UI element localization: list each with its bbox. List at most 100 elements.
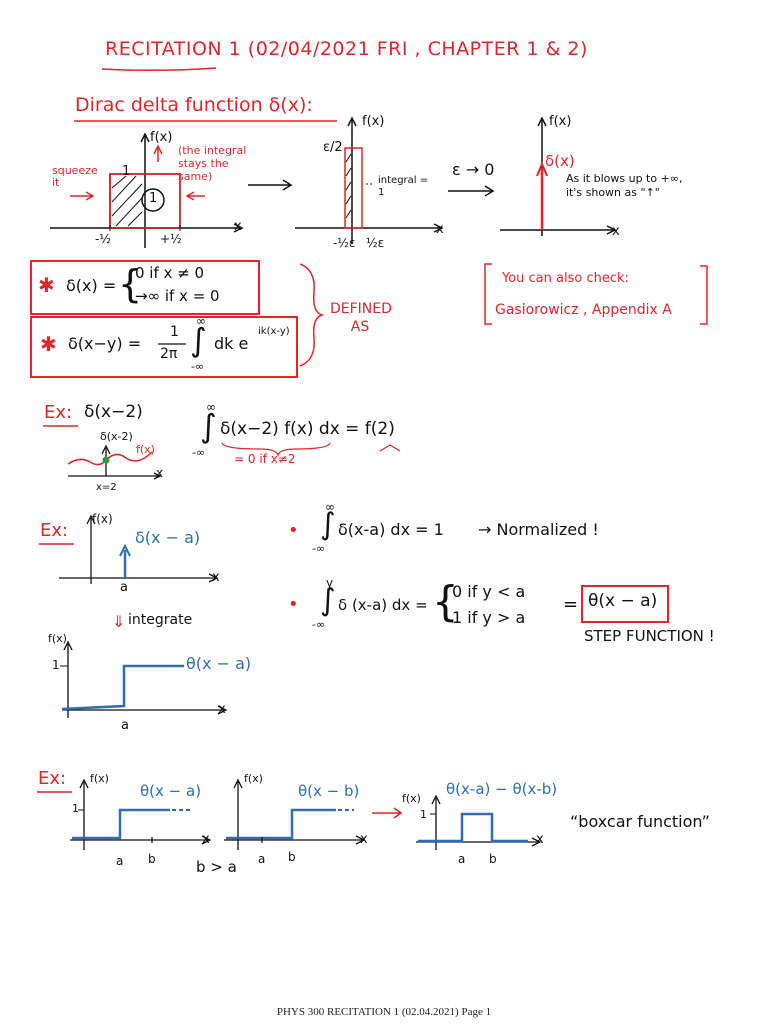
ex3-boxcar-label: “boxcar function”: [570, 812, 710, 831]
ex3-c-x-label: x: [536, 832, 544, 847]
figure-box-function: [50, 132, 244, 248]
ex2-step-label: STEP FUNCTION !: [584, 627, 715, 645]
ex2-theta-box-label: θ(x − a): [588, 591, 658, 611]
ex3-a-tick-a: a: [116, 854, 124, 868]
ex1-title: δ(x−2): [84, 402, 143, 422]
ex1-graph: [67, 444, 162, 480]
fig3-x-label: x: [612, 224, 620, 239]
def1-brace: {: [118, 262, 143, 306]
fig3-delta-label: δ(x): [545, 152, 575, 170]
fig2-tick-right: ½ε: [366, 236, 385, 250]
ex3-b-x-label: x: [360, 832, 368, 847]
ex3-c-one-label: 1: [420, 808, 427, 821]
arrow-right-icon: [448, 185, 495, 197]
ex1-label-underline: [43, 425, 78, 427]
ex3-theta-a-label: θ(x − a): [140, 782, 202, 800]
fig1-x-label: x: [234, 219, 242, 234]
page-title: RECITATION 1 (02/04/2021 FRI , CHAPTER 1…: [105, 38, 588, 60]
ex2-b2-case2: 1 if y > a: [452, 608, 526, 627]
fig1-one-label: 1: [122, 164, 131, 179]
def2-frac-num: 1: [170, 324, 179, 340]
ex1-label: Ex:: [44, 402, 73, 423]
ex1-x-at: x=2: [96, 482, 117, 493]
fig1-tick-right: +½: [160, 232, 182, 246]
def2-star: ✱: [40, 332, 57, 356]
ex2-b2-lower: -∞: [312, 618, 326, 631]
ex2-a2-label: a: [121, 718, 129, 733]
ex2-b1-text: δ(x-a) dx = 1: [338, 520, 444, 539]
ex2-b2-brace: {: [432, 577, 459, 626]
ex1-integral-sign: ∫: [200, 407, 217, 445]
ex3-c-tick-b: b: [489, 852, 497, 866]
def1-star: ✱: [38, 273, 55, 297]
definition-fourier-box: [30, 316, 298, 378]
def2-frac-den: 2π: [160, 346, 178, 362]
ex3-b-gt-a: b > a: [196, 858, 237, 876]
title-underline: [101, 67, 217, 72]
ex3-graph-b: [224, 778, 366, 850]
ex2-b1-lower: -∞: [312, 542, 326, 555]
ex2-delta-label: δ(x − a): [135, 528, 201, 547]
bullet-2: •: [288, 594, 299, 615]
ex1-underline-brace: [221, 442, 401, 457]
ex2-b2-integral: ∫: [320, 583, 336, 618]
ex2-integrate-label: integrate: [128, 612, 193, 628]
ex1-int-lower: -∞: [192, 446, 206, 459]
ex2-x-label: x: [212, 570, 220, 585]
ex3-label-underline: [37, 791, 72, 793]
arrow-right-icon: [248, 179, 293, 191]
ex3-theta-b-label: θ(x − b): [298, 782, 360, 800]
ex1-f-label: f(x): [136, 443, 155, 456]
ex3-graph-a: [70, 778, 212, 850]
fig3-fx-label: f(x): [549, 114, 572, 129]
ex3-a-one-label: 1: [72, 802, 79, 815]
ex3-a-tick-b: b: [148, 852, 156, 866]
ex2-normalized: → Normalized !: [478, 520, 599, 539]
ex3-a-x-label: x: [202, 832, 210, 847]
def2-lhs: δ(x−y) =: [68, 334, 142, 353]
ex2-label: Ex:: [40, 520, 69, 541]
reference-label: Gasiorowicz , Appendix A: [495, 302, 672, 318]
fig1-fx-label: f(x): [150, 130, 173, 145]
ex2-b1-integral: ∫: [320, 507, 336, 542]
fig2-integral-note: integral = 1: [378, 175, 429, 198]
def2-int-lower: -∞: [191, 360, 205, 373]
def2-integrand: dk e: [214, 334, 249, 353]
also-check-label: You can also check:: [502, 271, 629, 286]
definition-delta-box: [30, 260, 260, 315]
ex2-integrate-arrow: ⇓: [112, 612, 126, 631]
ex3-c-fx-label: f(x): [402, 792, 421, 805]
defined-as-label: DEFINED AS: [330, 301, 392, 335]
ex2-b2-text: δ (x-a) dx =: [338, 596, 428, 614]
ex2-label-underline: [39, 543, 74, 545]
ex2-theta-label: θ(x − a): [186, 654, 252, 673]
def2-exponent: ik(x-y): [258, 326, 290, 337]
section-heading-dirac: Dirac delta function δ(x):: [75, 94, 313, 116]
ex2-b2-case1: 0 if y < a: [452, 582, 526, 601]
page-footer: PHYS 300 RECITATION 1 (02.04.2021) Page …: [276, 1006, 492, 1018]
figure-delta-spike: [500, 116, 617, 236]
arrow-right-icon: [372, 807, 403, 819]
ex1-delta-label: δ(x-2): [100, 430, 133, 443]
ex3-label: Ex:: [38, 768, 67, 789]
fig2-x-label: x: [436, 222, 444, 237]
ex2-eq: =: [563, 594, 579, 615]
ex3-diff-label: θ(x-a) − θ(x-b): [446, 780, 558, 798]
fig2-fx-label: f(x): [362, 114, 385, 129]
def1-case1: 0 if x ≠ 0: [135, 264, 205, 282]
fig2-tick-left: -½ε: [333, 236, 356, 250]
fig1-note: (the integral stays the same): [178, 144, 247, 183]
ex2-fx-label: f(x): [92, 512, 113, 526]
ex2-fx2-label: f(x): [48, 632, 67, 645]
ex1-note: = 0 if x≠2: [234, 452, 296, 466]
ex2-delta-graph: [59, 514, 219, 584]
figure-narrow-box: [295, 116, 444, 244]
ex3-b-tick-b: b: [288, 850, 296, 864]
fig1-tick-left: -½: [95, 232, 111, 246]
def2-integral-sign: ∫: [190, 321, 207, 359]
def1-lhs: δ(x) =: [66, 276, 117, 295]
ex3-b-fx-label: f(x): [244, 772, 263, 785]
fig1-squeeze-label: squeeze it: [52, 164, 98, 189]
ex3-b-tick-a: a: [258, 852, 266, 866]
ex2-b1-upper: ∞: [325, 500, 335, 514]
